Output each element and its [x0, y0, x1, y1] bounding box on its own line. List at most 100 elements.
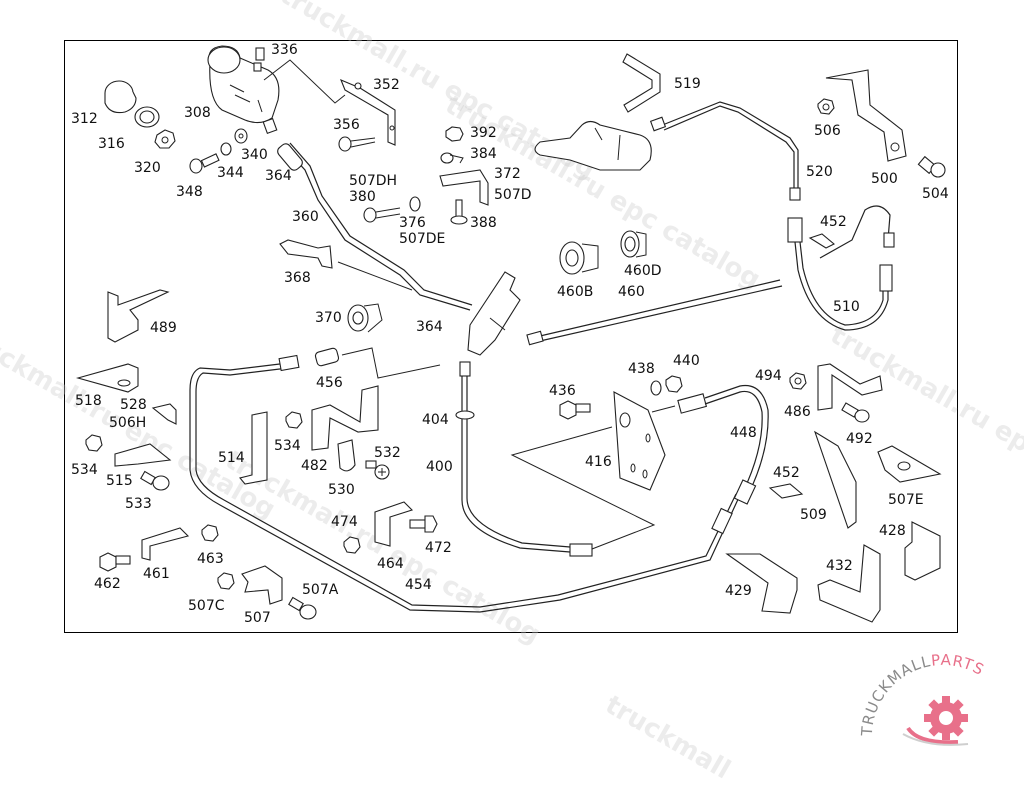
nut-474[interactable]	[343, 536, 361, 554]
nut-507C[interactable]	[217, 572, 235, 590]
screw-532[interactable]	[365, 460, 390, 480]
part-label-448[interactable]: 448	[730, 425, 757, 441]
bolt-492[interactable]	[841, 402, 870, 423]
connector-368[interactable]	[279, 239, 333, 269]
clip-452-top[interactable]	[808, 233, 835, 249]
bolt-533[interactable]	[140, 470, 170, 491]
nut-440[interactable]	[665, 375, 683, 393]
part-label-460D[interactable]: 460D	[624, 263, 662, 279]
part-label-464[interactable]: 464	[377, 556, 404, 572]
bracket-461[interactable]	[141, 527, 190, 561]
part-label-376[interactable]: 376	[399, 215, 426, 231]
bolt-462[interactable]	[99, 552, 131, 572]
part-label-404[interactable]: 404	[422, 412, 449, 428]
clip-528[interactable]	[151, 403, 177, 425]
nut-320[interactable]	[154, 129, 176, 149]
part-label-514[interactable]: 514	[218, 450, 245, 466]
nipple-336[interactable]	[253, 47, 265, 72]
part-label-474[interactable]: 474	[331, 514, 358, 530]
seal-316[interactable]	[134, 106, 160, 128]
bracket-489[interactable]	[107, 289, 170, 343]
part-label-507D[interactable]: 507D	[494, 187, 532, 203]
part-label-388[interactable]: 388	[470, 215, 497, 231]
part-label-372[interactable]: 372	[494, 166, 521, 182]
bracket-507[interactable]	[241, 565, 283, 605]
part-label-316[interactable]: 316	[98, 136, 125, 152]
slave-cylinder[interactable]	[467, 271, 521, 356]
part-label-534b[interactable]: 534	[71, 462, 98, 478]
part-label-486[interactable]: 486	[784, 404, 811, 420]
part-label-507DE[interactable]: 507DE	[399, 231, 446, 247]
part-label-380[interactable]: 380	[349, 189, 376, 205]
nut-494[interactable]	[789, 372, 807, 390]
part-label-364b[interactable]: 364	[416, 319, 443, 335]
line-520[interactable]	[649, 101, 801, 201]
part-label-308[interactable]: 308	[184, 105, 211, 121]
screw-348[interactable]	[189, 153, 220, 174]
bracket-482[interactable]	[311, 385, 379, 451]
part-label-528[interactable]: 528	[120, 397, 147, 413]
part-label-312[interactable]: 312	[71, 111, 98, 127]
bracket-352[interactable]	[340, 78, 396, 146]
grommet-460B[interactable]	[559, 241, 599, 275]
part-label-518[interactable]: 518	[75, 393, 102, 409]
bolt-507A[interactable]	[288, 596, 317, 620]
part-label-510[interactable]: 510	[833, 299, 860, 315]
line-454[interactable]	[189, 354, 741, 613]
part-label-352[interactable]: 352	[373, 77, 400, 93]
cap-312[interactable]	[104, 80, 137, 114]
part-label-320[interactable]: 320	[134, 160, 161, 176]
bolt-472[interactable]	[409, 515, 438, 533]
part-label-519[interactable]: 519	[674, 76, 701, 92]
washer-376[interactable]	[409, 196, 421, 212]
part-label-482[interactable]: 482	[301, 458, 328, 474]
bolt-504[interactable]	[917, 155, 946, 178]
reservoir-308[interactable]	[207, 45, 280, 135]
part-label-452a[interactable]: 452	[820, 214, 847, 230]
part-label-472[interactable]: 472	[425, 540, 452, 556]
part-label-507DH[interactable]: 507DH	[349, 173, 398, 189]
part-label-340[interactable]: 340	[241, 147, 268, 163]
part-label-368[interactable]: 368	[284, 270, 311, 286]
part-label-432[interactable]: 432	[826, 558, 853, 574]
part-label-507E[interactable]: 507E	[888, 492, 924, 508]
screw-380[interactable]	[363, 207, 401, 223]
part-label-507C[interactable]: 507C	[188, 598, 225, 614]
washer-438[interactable]	[650, 380, 662, 396]
part-label-506H[interactable]: 506H	[109, 415, 147, 431]
bracket-509[interactable]	[813, 430, 857, 529]
line-400[interactable]	[455, 361, 593, 557]
part-label-384[interactable]: 384	[470, 146, 497, 162]
part-label-452b[interactable]: 452	[773, 465, 800, 481]
part-label-436[interactable]: 436	[549, 383, 576, 399]
part-label-454[interactable]: 454	[405, 577, 432, 593]
part-label-344[interactable]: 344	[217, 165, 244, 181]
bracket-429[interactable]	[725, 553, 798, 614]
part-label-494[interactable]: 494	[755, 368, 782, 384]
part-label-400[interactable]: 400	[426, 459, 453, 475]
part-label-428[interactable]: 428	[879, 523, 906, 539]
bracket-500[interactable]	[825, 69, 907, 162]
bushing-370[interactable]	[347, 303, 383, 333]
part-label-463[interactable]: 463	[197, 551, 224, 567]
part-label-360[interactable]: 360	[292, 209, 319, 225]
clip-384[interactable]	[440, 152, 464, 164]
part-label-416[interactable]: 416	[585, 454, 612, 470]
part-label-500[interactable]: 500	[871, 171, 898, 187]
nut-506[interactable]	[817, 98, 835, 115]
part-label-515[interactable]: 515	[106, 473, 133, 489]
bracket-432[interactable]	[817, 544, 881, 623]
washer-340[interactable]	[234, 128, 248, 144]
part-label-489[interactable]: 489	[150, 320, 177, 336]
nut-534-mid[interactable]	[285, 411, 303, 429]
part-label-462[interactable]: 462	[94, 576, 121, 592]
bolt-436[interactable]	[559, 400, 591, 420]
nut-463[interactable]	[201, 524, 219, 542]
bracket-519[interactable]	[622, 53, 661, 113]
washer-344[interactable]	[220, 142, 232, 156]
part-label-456[interactable]: 456	[316, 375, 343, 391]
part-label-507[interactable]: 507	[244, 610, 271, 626]
part-label-356[interactable]: 356	[333, 117, 360, 133]
part-label-440[interactable]: 440	[673, 353, 700, 369]
bracket-428[interactable]	[904, 521, 941, 581]
